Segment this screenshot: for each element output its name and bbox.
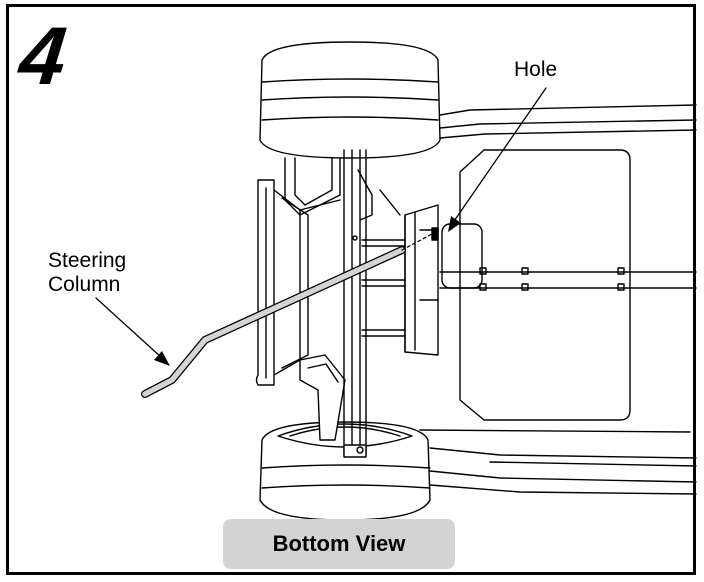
hole-label: Hole [514,58,558,81]
rod-hole-dashed-guide [401,233,433,251]
tire-bottom [259,421,431,521]
hole-marker [431,227,439,241]
chassis-rail-top [439,104,697,139]
steering-column-rod [141,246,406,398]
chassis-floor-plate [459,149,631,421]
steering-column-label: Steering Column [48,249,126,297]
hole-plate [441,223,483,289]
tire-top [259,41,441,159]
steering-label-line2: Column [48,273,121,296]
hole-leader-arrow [448,87,547,232]
steering-label-line1: Steering [48,249,127,272]
step-number: 4 [15,11,71,102]
suspension-left [255,179,341,386]
view-label-text: Bottom View [272,531,406,556]
mounting-bracket [361,204,439,356]
center-shaft [343,149,367,458]
steering-leader-arrow [95,297,170,366]
view-label-badge: Bottom View [223,519,455,569]
chassis-rail-bottom [419,429,697,495]
knuckle-bottom [299,354,346,441]
